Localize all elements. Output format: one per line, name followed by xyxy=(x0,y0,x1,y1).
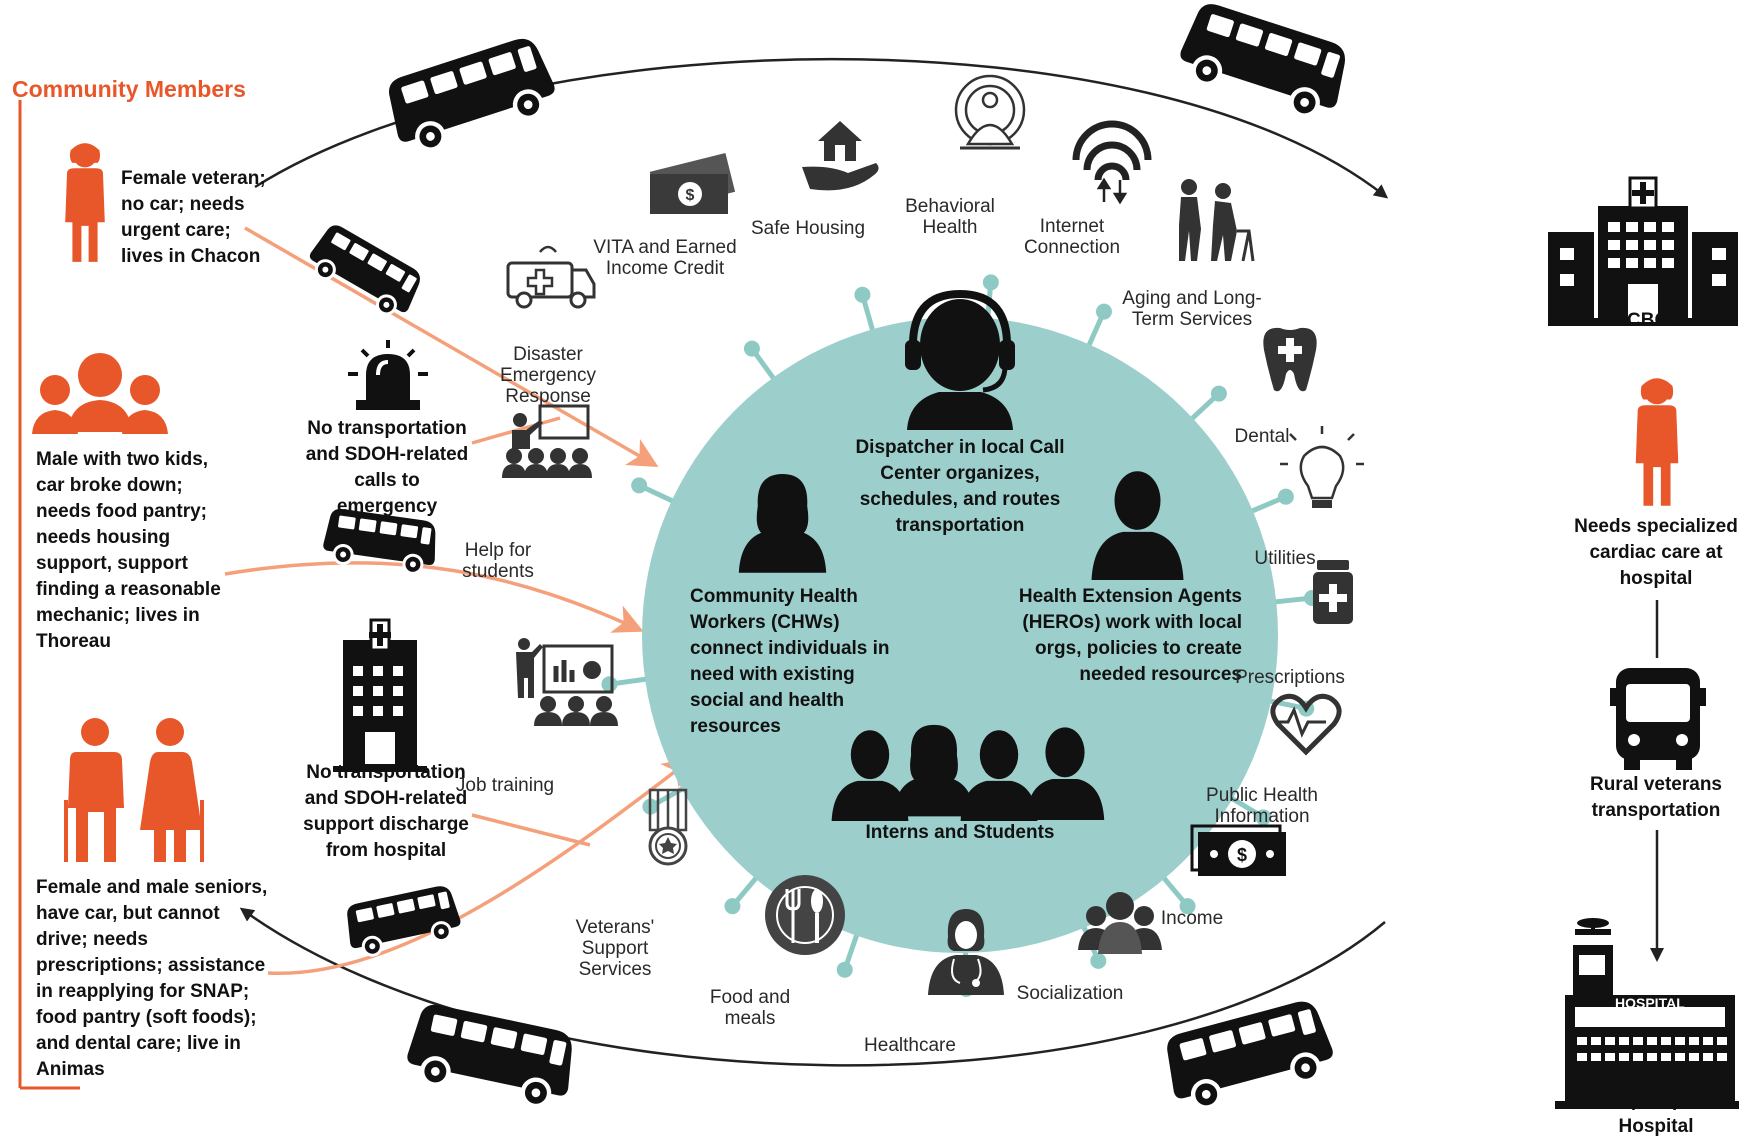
spoke-dot xyxy=(1179,898,1196,915)
service-label-housing: Safe Housing xyxy=(750,218,866,239)
money-icon: $ xyxy=(649,152,736,214)
albuquerque-label: Albuquerque VA Hospital xyxy=(1582,1090,1730,1137)
spoke-dot xyxy=(854,286,871,303)
hospital-building-icon xyxy=(333,618,427,772)
service-label-public-health: Public Health Information xyxy=(1206,785,1318,827)
female-person-icon xyxy=(65,143,105,262)
spoke-dot xyxy=(1090,952,1107,969)
spoke-dot xyxy=(1277,488,1294,505)
service-label-job: Job training xyxy=(455,775,555,796)
emergency-siren-icon xyxy=(348,340,428,410)
member-3-text: Female and male seniors, have car, but c… xyxy=(36,877,268,1080)
pill-bottle-icon xyxy=(1313,560,1353,624)
ambulance-icon xyxy=(506,245,596,309)
service-label-aging: Aging and Long-Term Services xyxy=(1122,288,1262,330)
page-title: Community Members xyxy=(12,76,246,102)
svg-text:$: $ xyxy=(1237,845,1247,865)
bus-icon xyxy=(301,218,429,325)
central-circle xyxy=(642,317,1278,953)
medal-icon xyxy=(648,788,688,866)
service-label-veterans: Veterans' Support Services xyxy=(575,917,655,980)
plate-utensils-icon xyxy=(765,875,845,955)
bus-icon xyxy=(381,33,561,159)
doctor-icon xyxy=(928,909,1004,995)
service-label-socialization: Socialization xyxy=(1016,983,1124,1004)
group-icon xyxy=(1078,892,1162,954)
service-label-income: Income xyxy=(1160,908,1224,929)
service-label-behavioral: Behavioral Health xyxy=(905,196,995,238)
service-label-internet: Internet Connection xyxy=(1023,216,1121,258)
bus-icon xyxy=(403,1001,580,1112)
house-hand-icon xyxy=(802,121,879,191)
member-1-text: Female veteran; no car; needs urgent car… xyxy=(121,168,266,267)
service-label-prescriptions: Prescriptions xyxy=(1235,667,1345,688)
spoke-dot xyxy=(982,274,999,291)
spoke-dot xyxy=(1095,303,1112,320)
cboc-label: CBOC xyxy=(1627,310,1683,331)
spoke-dot xyxy=(1210,385,1227,402)
interns-text: Interns and Students xyxy=(865,822,1055,843)
service-label-students: Help for students xyxy=(462,540,534,582)
hero-text: Health Extension Agents (HEROs) work wit… xyxy=(1018,586,1242,685)
seniors-icon xyxy=(64,718,204,862)
hospital-discharge-text: No transportation and SDOH-related suppo… xyxy=(303,762,469,861)
tooth-icon xyxy=(1263,327,1317,392)
dollar-bill-icon: $ xyxy=(1190,824,1286,876)
va-hospital-icon xyxy=(1555,918,1739,1109)
service-label-dental: Dental xyxy=(1234,426,1290,447)
chw-text: Community Health Workers (CHWs) connect … xyxy=(690,586,890,737)
lightbulb-icon xyxy=(1280,426,1364,508)
spoke-dot xyxy=(836,961,853,978)
service-label-vita: VITA and Earned Income Credit xyxy=(593,237,737,279)
spoke-dot xyxy=(631,477,648,494)
hospital-sign: HOSPITAL xyxy=(1615,995,1685,1011)
spoke-dot xyxy=(601,676,618,693)
emergency-calls-text: No transportation and SDOH-related calls… xyxy=(305,418,469,517)
family-icon xyxy=(32,353,168,434)
spoke-dot xyxy=(724,898,741,915)
spoke-dot xyxy=(1255,809,1272,826)
dispatcher-text: Dispatcher in local Call Center organize… xyxy=(855,437,1065,536)
bus-icon xyxy=(1160,996,1339,1115)
headset-person-icon xyxy=(905,289,1015,430)
meditation-icon xyxy=(954,74,1026,150)
service-label-food: Food and meals xyxy=(709,987,791,1029)
presentation-icon xyxy=(516,638,618,726)
classroom-icon xyxy=(502,404,592,478)
svg-text:$: $ xyxy=(686,187,695,204)
female-veteran-icon xyxy=(1635,378,1679,506)
service-label-utilities: Utilities xyxy=(1254,548,1316,569)
elderly-icon xyxy=(1179,179,1255,262)
service-label-healthcare: Healthcare xyxy=(864,1035,956,1056)
heartbeat-icon xyxy=(1270,693,1342,756)
cboc-building-icon xyxy=(1548,176,1738,326)
spoke-dot xyxy=(743,340,760,357)
bus-icon xyxy=(340,881,466,961)
wifi-icon xyxy=(1072,120,1152,205)
rural-transport-text: Rural veterans transportation xyxy=(1589,774,1722,821)
service-label-disaster: Disaster Emergency Response xyxy=(499,344,597,407)
specialized-care-text: Needs specialized cardiac care at hospit… xyxy=(1574,516,1738,589)
member-2-text: Male with two kids, car broke down; need… xyxy=(36,449,221,652)
front-bus-icon xyxy=(1610,668,1706,770)
